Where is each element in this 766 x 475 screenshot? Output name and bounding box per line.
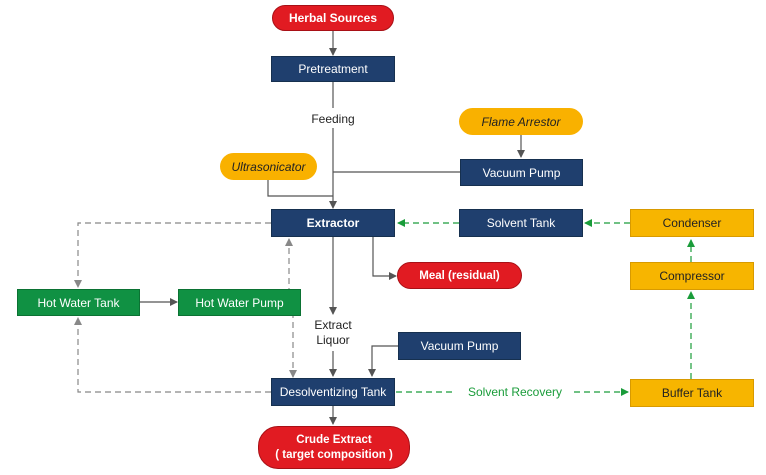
solvent-recovery-label: Solvent Recovery <box>467 385 563 399</box>
desolventizing-tank-node: Desolventizing Tank <box>271 378 395 406</box>
pretreatment-node: Pretreatment <box>271 56 395 82</box>
arrow-extractor-to-hot-water-tank <box>74 222 271 288</box>
arrow-vacuum-pump-to-desolventizing <box>368 345 398 377</box>
arrow-extractor-to-meal <box>372 237 397 280</box>
compressor-node: Compressor <box>630 262 754 290</box>
buffer-tank-node: Buffer Tank <box>630 379 754 407</box>
condenser-node: Condenser <box>630 209 754 237</box>
vacuum-pump-bottom-node: Vacuum Pump <box>398 332 521 360</box>
solvent-tank-node: Solvent Tank <box>459 209 583 237</box>
extract-liquor-line1: Extract <box>314 318 352 332</box>
extractor-node: Extractor <box>271 209 395 237</box>
feeding-label: Feeding <box>298 112 368 127</box>
crude-extract-title: Crude Extract <box>296 433 372 446</box>
ultrasonicator-node: Ultrasonicator <box>220 153 317 180</box>
crude-extract-subtitle: ( target composition ) <box>275 448 393 461</box>
herbal-sources-node: Herbal Sources <box>272 5 394 31</box>
hot-water-pump-node: Hot Water Pump <box>178 289 301 316</box>
hot-water-tank-node: Hot Water Tank <box>17 289 140 316</box>
flame-arrestor-node: Flame Arrestor <box>459 108 583 135</box>
extract-liquor-line2: Liquor <box>316 333 350 347</box>
vacuum-pump-top-node: Vacuum Pump <box>460 159 583 186</box>
extract-liquor-label: Extract Liquor <box>302 318 364 348</box>
crude-extract-node: Crude Extract ( target composition ) <box>258 426 410 469</box>
line-ultrasonicator-to-main <box>267 180 333 197</box>
meal-residual-node: Meal (residual) <box>397 262 522 289</box>
arrow-desolventizing-to-hot-water-tank <box>74 317 271 393</box>
